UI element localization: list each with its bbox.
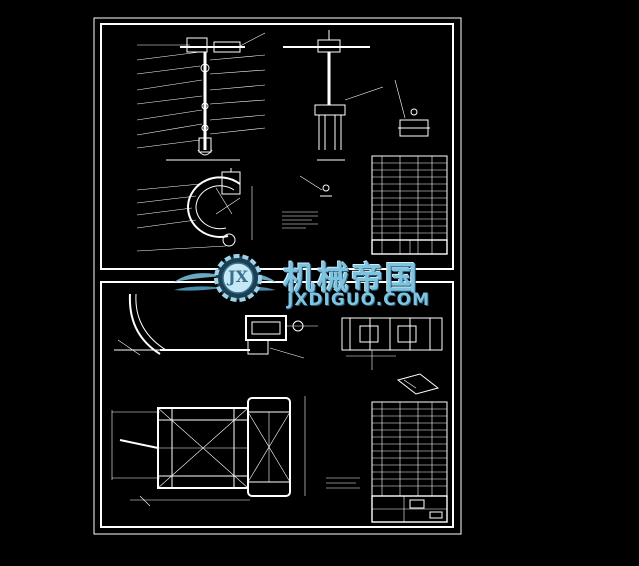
watermark-site-url: JXDIGUO.COM [287,290,431,310]
curved-arm-view [114,293,250,356]
trolley-assembly-view [136,32,266,161]
isometric-part-view [396,373,440,395]
watermark-badge-text: JX [228,267,248,286]
trolley-side-view [283,30,384,161]
small-part-and-notes [282,175,332,229]
top-parts-list-table [371,155,448,255]
watermark-emblem [174,254,276,302]
watermark-chinese-name: 机械帝国 [283,259,420,297]
bracket-detail-view [245,315,318,359]
bottom-sheet-border [100,281,454,528]
bottom-sheet [100,281,454,528]
outer-frame [93,17,462,535]
circular-assembly-view [136,168,253,252]
main-frame-plan-view [111,396,360,507]
top-sheet-border [100,23,454,270]
side-frame-view [341,317,443,370]
top-sheet [100,23,454,270]
bottom-parts-list-table [371,401,448,523]
small-detail-view [394,79,430,137]
